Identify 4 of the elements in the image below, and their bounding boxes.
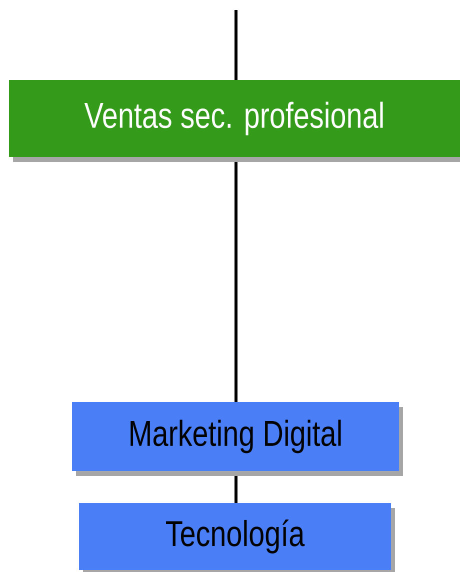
label-box: Ventas sec. profesional [9, 80, 460, 162]
connector-line [234, 10, 238, 80]
label-box: Marketing Digital [72, 402, 403, 476]
label-box: Tecnología [79, 503, 395, 572]
